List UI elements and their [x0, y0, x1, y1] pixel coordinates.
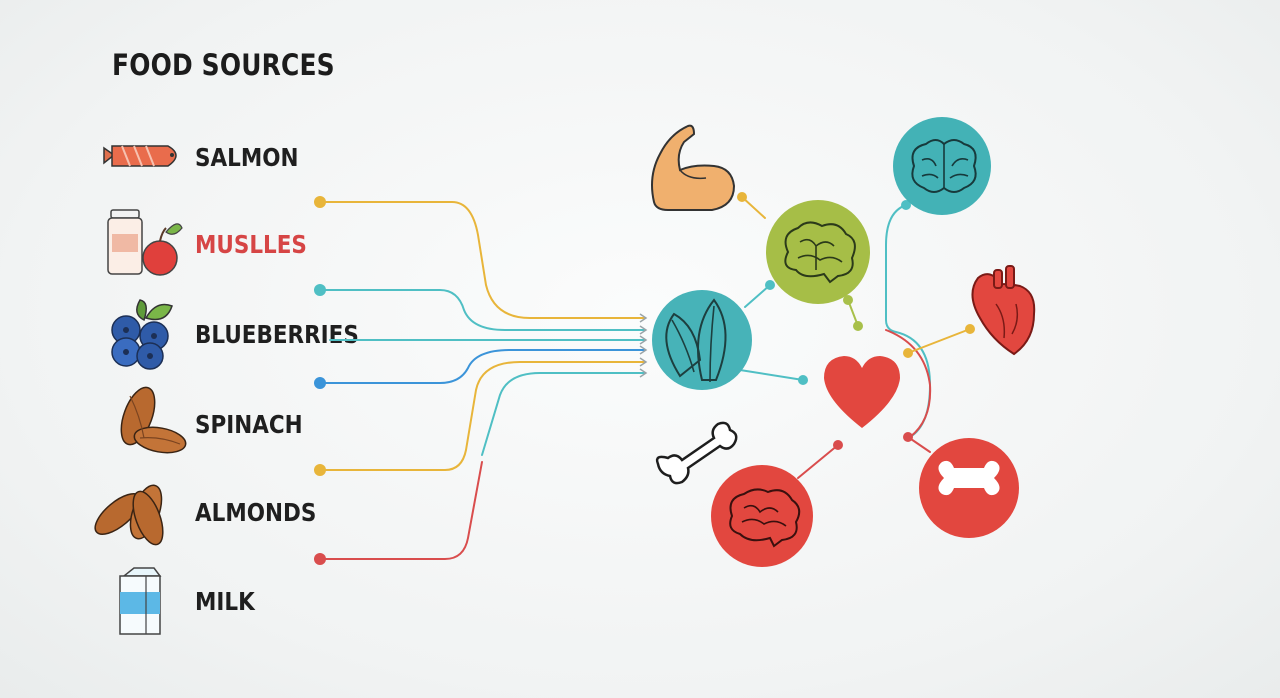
food-label-blueberries: BLUEBERRIES: [195, 320, 359, 349]
connector-dots: [314, 196, 326, 565]
food-label-muslles: MUSLLES: [195, 230, 307, 259]
outline-bone-node: [655, 421, 738, 485]
anatomical-heart-icon: [971, 265, 1036, 356]
brain-icon: [911, 139, 977, 193]
bone-icon: [938, 460, 1000, 496]
milk-carton-icon: [119, 567, 162, 635]
green-brain-node: [766, 200, 870, 304]
connector-red: [319, 461, 483, 560]
network-dots: [737, 192, 975, 450]
red-brain-node: [711, 465, 813, 567]
food-connectors: [319, 201, 646, 560]
heart-icon: [824, 356, 900, 428]
food-label-spinach: SPINACH: [195, 410, 303, 439]
connector-teal-bottom: [481, 372, 646, 456]
heart-node: [824, 356, 900, 428]
food-label-milk: MILK: [195, 587, 255, 616]
connector-teal-top: [319, 289, 646, 331]
brain-icon: [729, 488, 801, 548]
bone-outline-icon: [655, 421, 738, 485]
connector-blue: [319, 349, 646, 384]
almonds-icon: [94, 484, 164, 546]
connector-yellow-top: [319, 201, 646, 319]
teal-brain-node: [893, 117, 991, 215]
jar-apple-icon: [107, 209, 183, 276]
network-connectors: [739, 196, 971, 479]
dot-teal-top: [314, 284, 326, 296]
diagram-title: FOOD SOURCES: [112, 48, 335, 82]
dot-yellow-top: [314, 196, 326, 208]
dot-yellow-bottom: [314, 464, 326, 476]
red-bone-node: [919, 438, 1019, 538]
spinach-leaf-node: [652, 290, 752, 390]
salmon-icon: [103, 145, 177, 167]
dot-blue: [314, 377, 326, 389]
dot-red: [314, 553, 326, 565]
connector-yellow-bottom: [319, 361, 646, 471]
food-label-salmon: SALMON: [195, 143, 299, 172]
almonds-icon: [120, 386, 187, 454]
brain-icon: [784, 221, 856, 284]
food-label-almonds: ALMONDS: [195, 498, 317, 527]
blueberries-icon: [111, 299, 173, 370]
flexed-arm-icon: [651, 124, 736, 211]
arrow-ticks: [639, 313, 648, 378]
anatomical-heart-node: [971, 265, 1036, 356]
spinach-leaf-icon: [665, 298, 727, 383]
